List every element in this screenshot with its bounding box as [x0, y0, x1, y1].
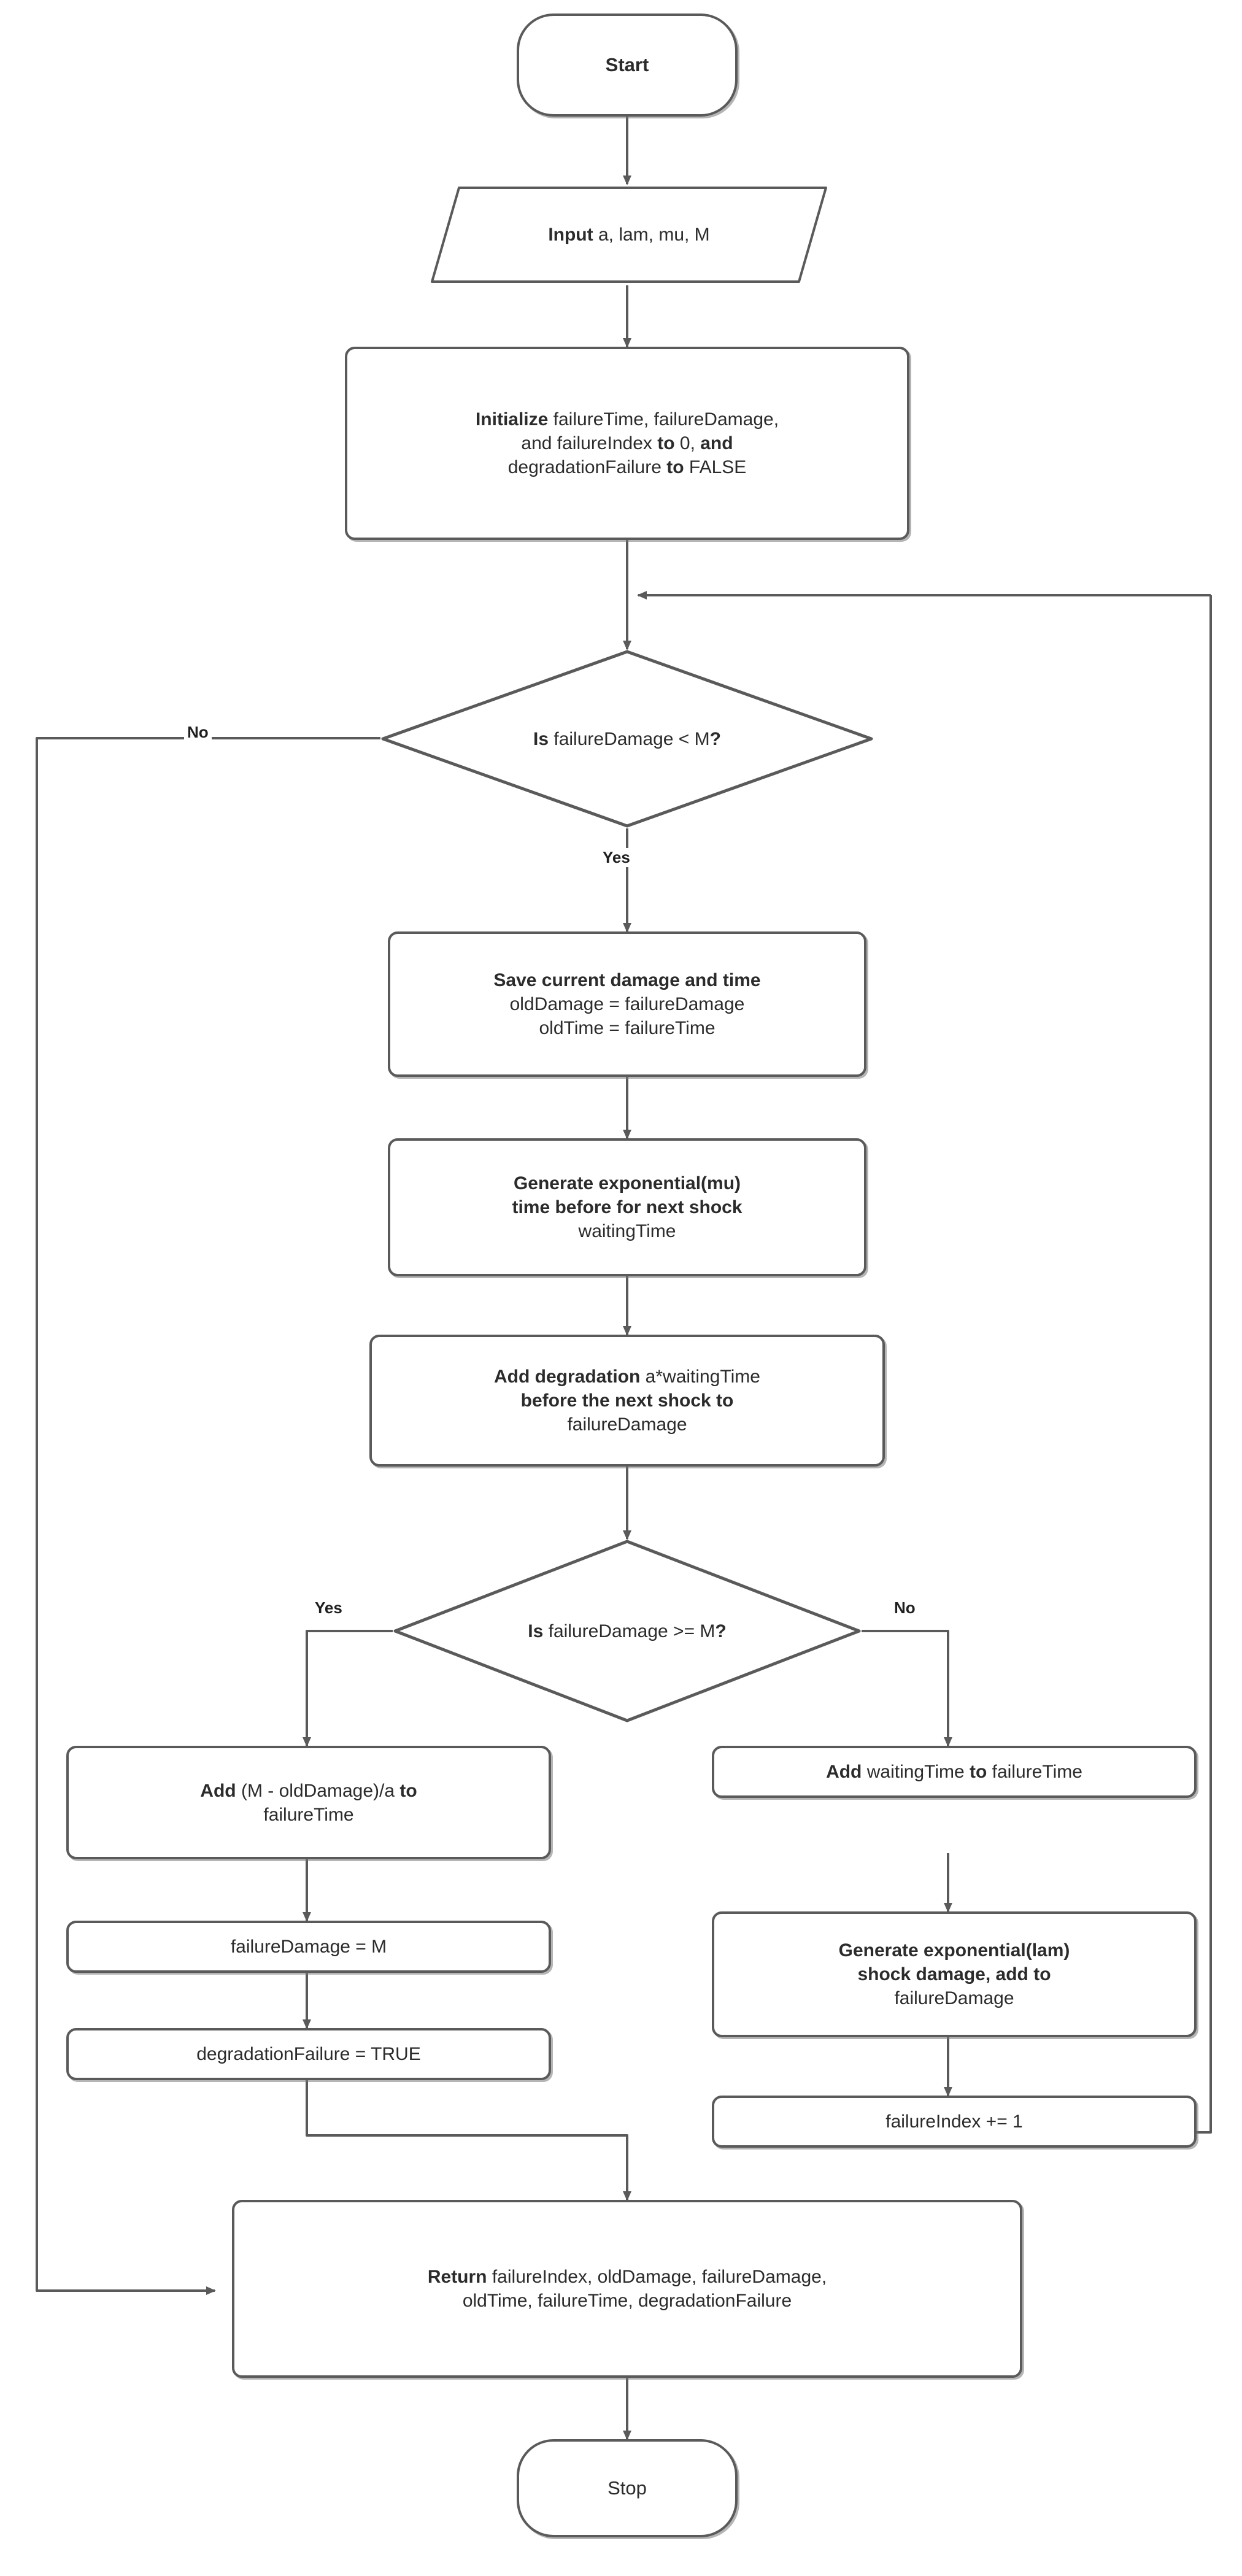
- node-add-waiting-time[interactable]: Add waitingTime to failureTime: [712, 1746, 1197, 1798]
- save-line1-bold: Save current damage and time: [493, 970, 761, 990]
- node-set-failure-damage-m[interactable]: failureDamage = M: [66, 1921, 551, 1973]
- genwait-line3: waitingTime: [578, 1221, 676, 1241]
- genshock-line3: failureDamage: [894, 1988, 1014, 2008]
- node-initialize[interactable]: Initialize failureTime, failureDamage, a…: [345, 347, 909, 540]
- decision1-bold2: ?: [709, 728, 721, 749]
- edge-label-decision2-yes: Yes: [312, 1598, 345, 1618]
- edge-decision2-yes: [303, 1630, 393, 1747]
- decision2-bold: Is: [528, 1621, 544, 1641]
- node-return[interactable]: Return failureIndex, oldDamage, failureD…: [232, 2200, 1022, 2378]
- save-line3: oldTime = failureTime: [539, 1018, 716, 1038]
- genshock-line1: Generate exponential(lam): [838, 1940, 1070, 1961]
- node-genshock-text: Generate exponential(lam) shock damage, …: [839, 1938, 1070, 2010]
- node-decision-damage-ge-m[interactable]: Is failureDamage >= M?: [393, 1539, 862, 1723]
- node-input[interactable]: Input a, lam, mu, M: [430, 184, 828, 285]
- return-line1-bold: Return: [427, 2267, 487, 2287]
- node-input-text: Input a, lam, mu, M: [548, 223, 709, 247]
- node-incindex-text: failureIndex += 1: [885, 2111, 1023, 2132]
- genwait-line1: Generate exponential(mu): [513, 1173, 741, 1194]
- addwaiting-rest2: failureTime: [987, 1762, 1082, 1782]
- initialize-line2-bold2: and: [700, 433, 733, 453]
- node-input-bold: Input: [548, 225, 593, 245]
- adddeg-line3: failureDamage: [567, 1414, 687, 1435]
- node-start[interactable]: Start: [517, 13, 738, 117]
- node-addwaiting-text: Add waitingTime to failureTime: [826, 1760, 1082, 1784]
- node-input-rest: a, lam, mu, M: [593, 225, 710, 245]
- initialize-line2-rest: 0,: [674, 433, 701, 453]
- addwaiting-rest: waitingTime: [862, 1762, 970, 1782]
- node-setdegradation-text: degradationFailure = TRUE: [196, 2044, 421, 2064]
- decision2-diamond-shape: [393, 1540, 861, 1722]
- node-return-text: Return failureIndex, oldDamage, failureD…: [428, 2265, 827, 2313]
- node-increment-failure-index[interactable]: failureIndex += 1: [712, 2096, 1197, 2148]
- node-genwait-text: Generate exponential(mu) time before for…: [512, 1171, 742, 1243]
- node-generate-exponential-mu[interactable]: Generate exponential(mu) time before for…: [388, 1138, 866, 1276]
- node-add-m-minus-olddamage[interactable]: Add (M - oldDamage)/a to failureTime: [66, 1746, 551, 1859]
- edge-label-decision2-no: No: [891, 1598, 919, 1618]
- edge-incindex-loopback: [1046, 595, 1212, 2134]
- initialize-line2-pre: and failureIndex: [521, 433, 658, 453]
- node-stop[interactable]: Stop: [517, 2439, 738, 2537]
- initialize-line1-rest: failureTime, failureDamage,: [548, 409, 779, 430]
- addmold-line2: failureTime: [263, 1804, 354, 1825]
- edge-label-decision1-no: No: [184, 723, 212, 742]
- return-line1-rest: failureIndex, oldDamage, failureDamage,: [487, 2267, 827, 2287]
- addmold-line1-rest: (M - oldDamage)/a: [236, 1780, 400, 1801]
- edge-decision2-no: [862, 1630, 952, 1747]
- decision1-text: Is failureDamage < M?: [533, 727, 721, 751]
- edge-setdegradation-return: [306, 2080, 631, 2201]
- initialize-line3-bold: to: [666, 457, 684, 477]
- genshock-line2: shock damage, add to: [857, 1964, 1051, 1984]
- decision1-diamond-shape: [381, 650, 873, 828]
- node-addmold-text: Add (M - oldDamage)/a to failureTime: [200, 1779, 417, 1827]
- decision2-bold2: ?: [715, 1621, 727, 1641]
- initialize-line3-rest: FALSE: [684, 457, 747, 477]
- save-line2: oldDamage = failureDamage: [509, 994, 745, 1014]
- decision1-rest: failureDamage < M: [549, 728, 710, 749]
- node-initialize-text: Initialize failureTime, failureDamage, a…: [476, 407, 779, 479]
- node-start-label: Start: [605, 53, 649, 75]
- adddeg-line1-bold: Add degradation: [494, 1367, 641, 1387]
- node-stop-label: Stop: [608, 2477, 647, 2499]
- adddeg-line2: before the next shock to: [520, 1390, 734, 1411]
- node-adddeg-text: Add degradation a*waitingTime before the…: [494, 1365, 760, 1436]
- decision1-bold: Is: [533, 728, 549, 749]
- adddeg-line1-rest: a*waitingTime: [640, 1367, 760, 1387]
- edge-label-decision1-yes: Yes: [600, 848, 633, 867]
- genwait-line2: time before for next shock: [512, 1197, 742, 1217]
- node-decision-damage-less-than-m[interactable]: Is failureDamage < M?: [380, 649, 874, 828]
- node-set-degradation-failure-true[interactable]: degradationFailure = TRUE: [66, 2028, 551, 2080]
- node-setdamage-text: failureDamage = M: [230, 1937, 387, 1957]
- initialize-line1-bold: Initialize: [475, 409, 549, 430]
- return-line2: oldTime, failureTime, degradationFailure: [462, 2291, 792, 2311]
- decision2-rest: failureDamage >= M: [543, 1621, 716, 1641]
- input-parallelogram-shape: [431, 187, 827, 283]
- addwaiting-bold: Add: [826, 1762, 862, 1782]
- node-save-current-damage-time[interactable]: Save current damage and time oldDamage =…: [388, 931, 866, 1077]
- addmold-line1-bold: Add: [200, 1780, 236, 1801]
- decision2-text: Is failureDamage >= M?: [528, 1619, 727, 1643]
- initialize-line3-pre: degradationFailure: [507, 457, 667, 477]
- addmold-line1-bold2: to: [399, 1780, 417, 1801]
- node-add-degradation[interactable]: Add degradation a*waitingTime before the…: [369, 1335, 885, 1467]
- initialize-line2-bold: to: [657, 433, 675, 453]
- node-save-text: Save current damage and time oldDamage =…: [493, 968, 760, 1040]
- node-generate-exponential-lam[interactable]: Generate exponential(lam) shock damage, …: [712, 1911, 1197, 2037]
- addwaiting-bold2: to: [970, 1762, 987, 1782]
